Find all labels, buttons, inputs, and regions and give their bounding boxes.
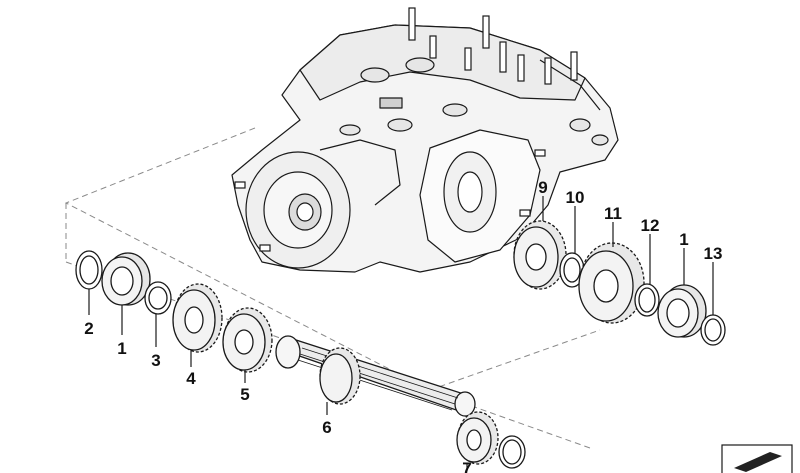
part-11-gear bbox=[578, 242, 645, 324]
callout-9: 9 bbox=[538, 178, 547, 197]
callout-11: 11 bbox=[604, 204, 622, 223]
callout-3: 3 bbox=[151, 351, 160, 370]
callout-1-right: 1 bbox=[679, 230, 688, 249]
arrow-icon bbox=[734, 452, 782, 472]
callout-6: 6 bbox=[322, 418, 331, 437]
part-4-gear bbox=[172, 283, 223, 353]
part-5-gear bbox=[222, 307, 273, 373]
callout-1-left: 1 bbox=[117, 339, 126, 358]
callout-5: 5 bbox=[240, 385, 249, 404]
callout-7: 7 bbox=[462, 459, 471, 473]
housing-studs bbox=[234, 7, 578, 252]
callout-10: 10 bbox=[566, 188, 585, 207]
part-6-splined-shaft bbox=[275, 335, 476, 417]
gearbox-housing bbox=[231, 24, 619, 273]
part-13-shim-ring bbox=[700, 314, 726, 346]
part-12-circlip bbox=[634, 283, 660, 317]
callout-labels: 2 1 3 4 5 6 7 9 10 11 12 1 13 bbox=[84, 178, 722, 473]
callout-12: 12 bbox=[641, 216, 660, 235]
part-ring-bottom bbox=[498, 435, 526, 469]
part-7-gear bbox=[456, 411, 499, 465]
callout-4: 4 bbox=[186, 369, 196, 388]
part-2-circlip bbox=[75, 250, 103, 290]
part-1-bearing-right bbox=[657, 284, 707, 338]
corner-arrow-badge bbox=[721, 444, 793, 473]
callout-leader-lines bbox=[88, 196, 714, 470]
callout-13: 13 bbox=[704, 244, 723, 263]
callout-2: 2 bbox=[84, 319, 93, 338]
part-9-gear bbox=[513, 220, 567, 290]
part-1-bearing bbox=[101, 252, 151, 306]
part-10-ring bbox=[559, 252, 585, 288]
part-3-shim-ring bbox=[144, 281, 172, 315]
